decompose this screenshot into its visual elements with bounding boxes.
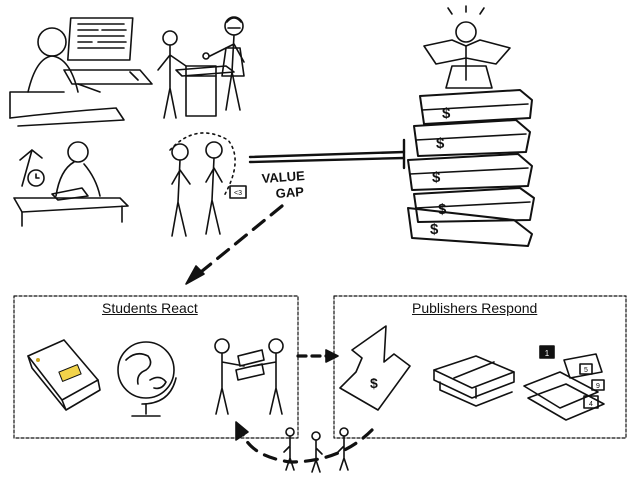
- heart-tag-text: <3: [234, 190, 242, 197]
- price-increase-icon: $: [339, 325, 411, 411]
- publishers-respond-title: Publishers Respond: [412, 300, 538, 316]
- student-laptop-scene: [9, 17, 153, 127]
- globe-icon: [117, 341, 177, 417]
- money-book-stack: $ $ $ $ $: [407, 5, 535, 247]
- arrow-publishers-to-students: [235, 421, 374, 464]
- price-tag-text: $: [370, 375, 378, 391]
- tag-2: 5: [584, 367, 588, 374]
- tag-4: 4: [589, 401, 593, 408]
- value-gap-label-line1: VALUE: [261, 168, 305, 186]
- tag-3: 9: [596, 383, 600, 390]
- student-desk-scene: [13, 141, 129, 227]
- students-phone-scene: <3: [169, 132, 247, 237]
- bundled-books-icon: [433, 355, 515, 407]
- arrow-to-students: [185, 204, 284, 285]
- students-react-box: [13, 295, 299, 439]
- walking-students-icon: [283, 427, 349, 473]
- students-trade-icon: [214, 338, 284, 415]
- bookstore-scene: [157, 16, 245, 119]
- book-dollar-1: $: [442, 105, 451, 122]
- arrow-students-to-publishers: [296, 349, 339, 363]
- book-dollar-2: $: [436, 135, 445, 152]
- students-react-title: Students React: [102, 300, 198, 316]
- scattered-books-icon: 1 5 9 4: [523, 345, 605, 421]
- publishers-respond-box: [333, 295, 627, 439]
- value-gap-connector: [248, 138, 406, 170]
- tag-1: 1: [545, 349, 550, 358]
- book-dollar-3: $: [432, 169, 441, 186]
- book-dollar-5: $: [430, 221, 439, 238]
- textbook-icon: [27, 339, 101, 411]
- value-gap-label-line2: GAP: [275, 184, 304, 201]
- book-dollar-4: $: [438, 201, 447, 218]
